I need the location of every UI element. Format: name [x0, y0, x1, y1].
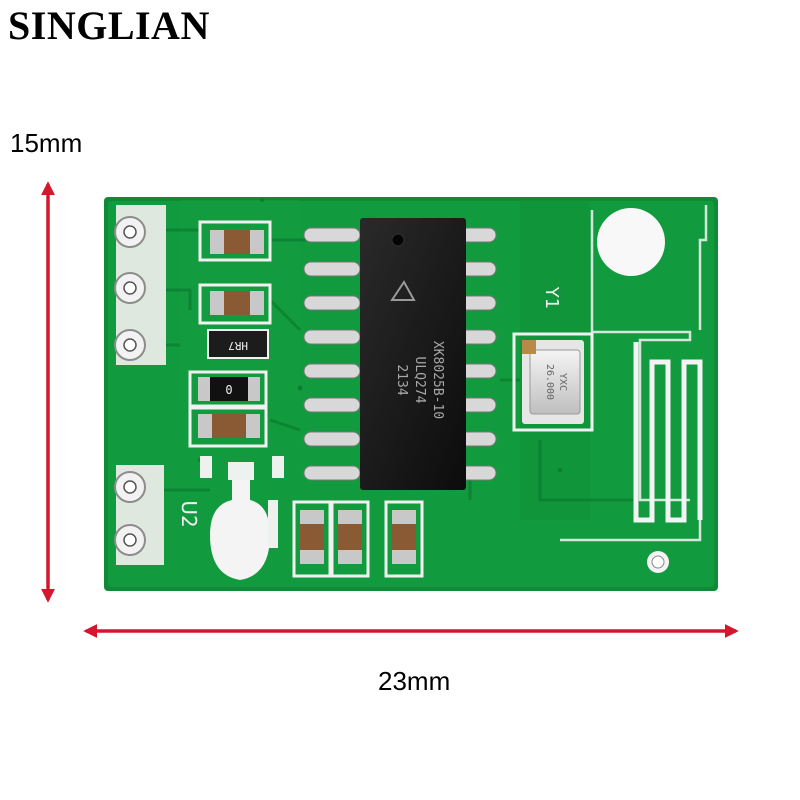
height-dimension-label: 15mm	[10, 128, 83, 158]
crystal-label: Y1	[541, 286, 562, 309]
header-pads-top	[114, 205, 166, 365]
mounting-hole	[597, 208, 665, 276]
crystal-marking-2: 26.000	[544, 364, 555, 400]
resistor-hr7: HR7	[207, 329, 269, 359]
chip-marking-line-1: XK8025B-10	[430, 341, 445, 419]
chip-marking-line-2: ULQ274	[412, 357, 427, 404]
smd-capacitor-1	[198, 220, 272, 262]
zero-ohm-label: 0	[225, 383, 232, 397]
brand-logo-text: SINGLIAN	[8, 3, 210, 48]
u2-label: U2	[177, 500, 201, 527]
smd-capacitor-6	[384, 500, 424, 578]
resistor-label: HR7	[228, 339, 248, 352]
chip-marking-line-3: 2134	[394, 364, 409, 395]
main-ic-chip: XK8025B-10 ULQ274 2134	[303, 218, 497, 490]
smd-capacitor-4	[292, 500, 332, 578]
header-pads-bottom	[114, 465, 164, 565]
smd-capacitor-2	[198, 283, 272, 325]
smd-capacitor-5	[330, 500, 370, 578]
crystal-y1: Y1 YXC 26.000	[512, 286, 594, 432]
u2-regulator-pad: U2	[177, 456, 284, 580]
width-dimension-label: 23mm	[378, 666, 451, 696]
zero-ohm-resistor: 0	[188, 370, 268, 408]
smd-capacitor-3	[188, 406, 268, 448]
crystal-marking-1: YXC	[557, 373, 568, 391]
pcb-antenna	[560, 205, 708, 542]
small-via-hole	[647, 551, 669, 573]
